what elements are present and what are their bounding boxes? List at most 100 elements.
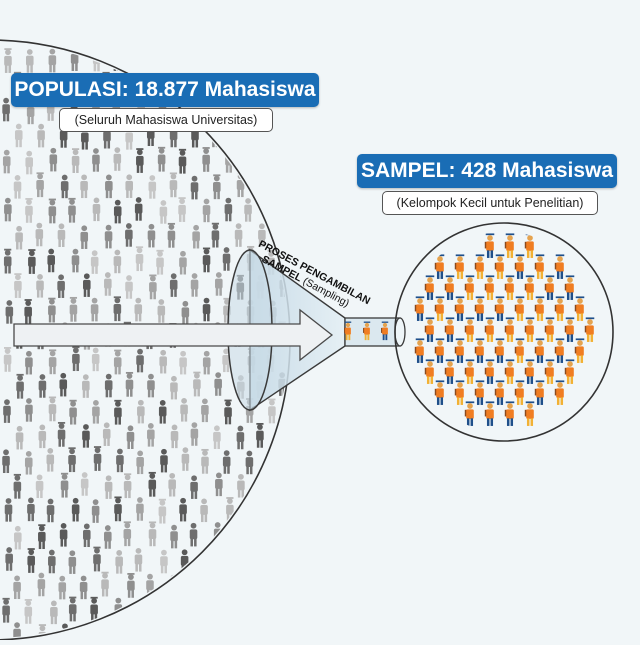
person-icon	[135, 298, 143, 322]
person-icon	[203, 351, 211, 375]
student-icon	[445, 275, 455, 300]
student-icon	[515, 254, 524, 279]
person-icon	[257, 624, 265, 640]
person-icon	[224, 400, 232, 425]
population-title: POPULASI: 18.877 Mahasiswa	[11, 73, 319, 107]
student-icon	[525, 401, 534, 426]
person-icon	[36, 223, 44, 247]
person-icon	[180, 398, 188, 422]
person-icon	[190, 475, 198, 499]
student-icon	[485, 233, 495, 258]
person-icon	[214, 372, 222, 396]
person-icon	[149, 275, 157, 300]
person-icon	[82, 374, 90, 398]
person-icon	[202, 48, 210, 72]
student-icon	[455, 380, 465, 405]
person-icon	[191, 422, 199, 446]
person-icon	[136, 497, 144, 521]
person-icon	[213, 174, 221, 199]
student-icon	[475, 254, 485, 279]
person-icon	[149, 175, 157, 199]
student-icon	[495, 296, 505, 321]
person-icon	[15, 226, 23, 250]
person-icon	[136, 349, 144, 373]
person-icon	[280, 173, 288, 198]
person-icon	[179, 149, 187, 174]
person-icon	[190, 523, 198, 547]
person-icon	[236, 623, 244, 640]
student-icon	[475, 338, 485, 363]
person-icon	[259, 474, 267, 499]
student-icon	[465, 275, 475, 300]
person-icon	[47, 448, 55, 472]
person-icon	[244, 198, 252, 222]
person-icon	[49, 349, 57, 374]
student-icon	[495, 338, 505, 363]
student-icon	[455, 338, 465, 363]
student-icon	[545, 317, 554, 342]
person-icon	[191, 273, 199, 297]
person-icon	[114, 296, 122, 321]
person-icon	[104, 624, 112, 640]
person-icon	[135, 197, 143, 221]
person-icon	[69, 550, 77, 574]
person-icon	[247, 550, 255, 574]
student-icon	[495, 254, 505, 279]
person-icon	[235, 223, 243, 247]
person-icon	[14, 175, 22, 199]
person-icon	[83, 523, 91, 547]
person-icon	[214, 522, 222, 546]
person-icon	[170, 525, 178, 549]
person-icon	[92, 148, 100, 172]
person-icon	[13, 575, 21, 599]
person-icon	[27, 498, 35, 522]
person-icon	[71, 46, 79, 71]
person-icon	[202, 551, 210, 575]
person-icon	[224, 49, 232, 73]
person-icon	[61, 473, 69, 498]
person-icon	[6, 300, 14, 324]
student-icon	[475, 296, 485, 321]
person-icon	[137, 400, 145, 424]
person-icon	[201, 449, 209, 474]
person-icon	[72, 249, 80, 273]
person-icon	[256, 573, 264, 597]
person-icon	[81, 472, 89, 496]
person-icon	[61, 175, 69, 199]
person-icon	[159, 499, 167, 524]
student-icon	[565, 275, 574, 300]
person-icon	[160, 449, 168, 473]
student-icon	[415, 296, 425, 321]
person-icon	[105, 175, 113, 199]
person-icon	[248, 151, 256, 175]
person-icon	[2, 449, 10, 473]
person-icon	[114, 400, 122, 425]
person-icon	[16, 374, 24, 399]
person-icon	[3, 399, 11, 423]
person-icon	[179, 50, 187, 75]
person-icon	[38, 524, 46, 549]
person-icon	[181, 549, 189, 573]
person-icon	[103, 422, 111, 446]
student-icon	[525, 233, 534, 258]
person-icon	[223, 549, 231, 574]
student-icon	[505, 401, 515, 426]
person-icon	[281, 525, 289, 549]
person-icon	[49, 49, 57, 73]
person-icon	[4, 48, 12, 73]
person-icon	[92, 499, 100, 523]
person-icon	[179, 498, 187, 522]
person-icon	[116, 449, 124, 473]
student-icon	[475, 380, 485, 405]
sample-title: SAMPEL: 428 Mahasiswa	[357, 154, 617, 188]
person-icon	[156, 250, 164, 275]
person-icon	[281, 124, 289, 148]
student-icon	[505, 317, 515, 342]
person-icon	[126, 372, 134, 397]
person-icon	[237, 426, 245, 450]
person-icon	[257, 523, 265, 547]
person-icon	[215, 572, 223, 597]
person-icon	[160, 200, 168, 224]
person-icon	[279, 425, 287, 450]
person-icon	[114, 250, 122, 274]
